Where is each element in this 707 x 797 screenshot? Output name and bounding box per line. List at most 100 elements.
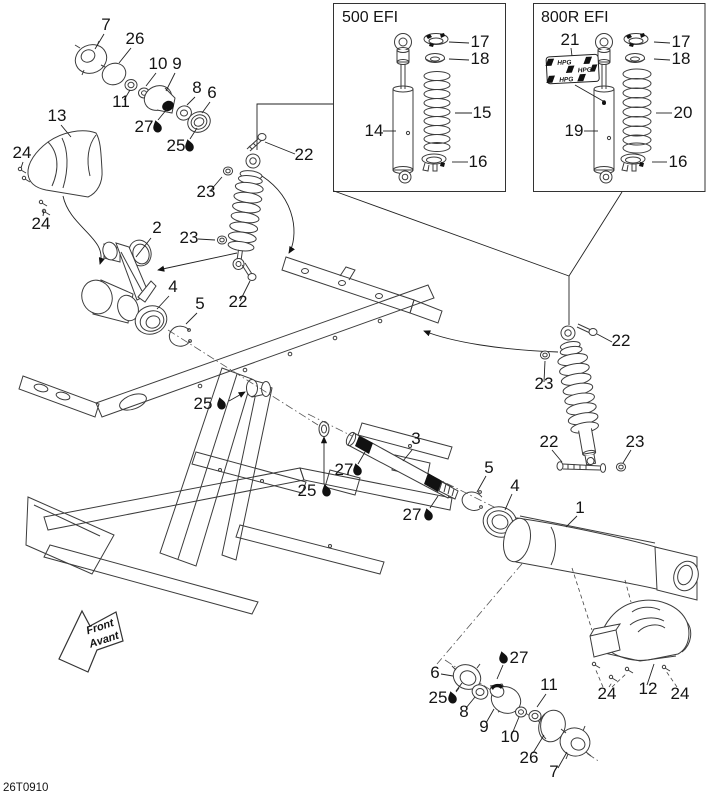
callout-label: 12 (639, 679, 658, 698)
rear-shock-bolt-22-lower (556, 461, 607, 473)
screw-24 (17, 166, 27, 174)
callout-label: 21 (561, 30, 580, 49)
axle-3 (345, 431, 459, 500)
callout-label: 27 (335, 460, 354, 479)
sticker-text-row: HPG (559, 76, 573, 84)
front-shock (157, 153, 295, 272)
callout-label: 1 (575, 498, 584, 517)
callout-label: 25 (167, 136, 186, 155)
spring-stopper-16a (421, 153, 447, 172)
callout-labels: 7 26 10 9 8 6 11 27 25 13 24 24 2 23 22 … (13, 15, 690, 781)
shock-absorber-800r (593, 33, 615, 184)
callout-label: 27 (403, 505, 422, 524)
callout-label: 23 (180, 228, 199, 247)
callout-label: 7 (549, 762, 558, 781)
placement-arrow (62, 195, 105, 265)
callout-label: 4 (168, 277, 177, 296)
inset-border (333, 3, 506, 192)
callout-label: 19 (565, 121, 584, 140)
spring-800r (622, 68, 652, 154)
grease-drop-icon (215, 396, 227, 411)
axle-axis-line (307, 413, 521, 521)
callout-label: 7 (101, 15, 110, 34)
hub-cluster-lower (451, 663, 592, 760)
nut-23 (216, 235, 228, 245)
hpg-sticker: HPG HPG HPG (545, 53, 600, 85)
callout-label: 25 (298, 481, 317, 500)
screw-24 (38, 199, 48, 207)
circlip-5-upper (168, 325, 192, 347)
bearing-6 (187, 111, 211, 133)
callout-label: 6 (430, 663, 439, 682)
callout-label: 23 (535, 374, 554, 393)
swingarm-bore-axis-line (436, 551, 533, 665)
sticker-text-row: HPG (578, 67, 592, 75)
callout-label: 24 (13, 143, 32, 162)
front-direction-arrow: Front Avant (58, 609, 124, 673)
callout-label: 11 (112, 92, 130, 111)
hub-9 (143, 85, 176, 114)
callout-label: 13 (48, 106, 67, 125)
washer-8 (471, 684, 489, 700)
leader-lines (20, 33, 655, 769)
spring-500 (423, 71, 451, 152)
drawing-code: 26T0910 (3, 782, 48, 794)
callout-label: 5 (484, 458, 493, 477)
inset-leader-lines (256, 103, 623, 325)
circlip-5-lower (461, 490, 483, 511)
callout-label: 27 (135, 117, 154, 136)
washer-8 (176, 105, 192, 121)
callout-label: 15 (473, 103, 492, 122)
callout-label: 17 (672, 32, 691, 51)
callout-label: 25 (429, 688, 448, 707)
bushing-18a (425, 53, 446, 63)
callout-label: 3 (411, 429, 420, 448)
callout-label: 22 (295, 145, 314, 164)
callout-label: 24 (32, 214, 51, 233)
callout-label: 10 (149, 54, 168, 73)
mount-arrow (423, 330, 559, 353)
front-shock-bolt-22-upper (246, 133, 267, 152)
ring-26 (538, 709, 566, 743)
rear-shock-bolt-22-upper (576, 323, 598, 336)
grease-drop-icon (497, 650, 509, 665)
callout-label: 16 (469, 152, 488, 171)
inset-title: 500 EFI (342, 9, 398, 26)
callout-label: 10 (501, 727, 520, 746)
spring-cap-17b (623, 33, 649, 47)
sticker-text-row: HPG (557, 59, 571, 67)
callout-label: 22 (540, 432, 559, 451)
callout-label: 4 (510, 476, 519, 495)
callout-label: 24 (598, 684, 617, 703)
callout-label: 11 (540, 675, 558, 694)
screw-24 (661, 664, 671, 672)
grease-drop-icon (446, 690, 458, 705)
spring-stopper-16b (620, 153, 646, 172)
screw-24 (591, 661, 601, 669)
shock-absorber-500 (392, 33, 414, 184)
ring-26 (101, 62, 127, 86)
callout-label: 23 (626, 432, 645, 451)
callout-label: 18 (471, 49, 490, 68)
callout-label: 14 (365, 121, 384, 140)
callout-label: 18 (672, 49, 691, 68)
wheel-cap-7 (559, 725, 592, 760)
screw-24 (624, 666, 634, 674)
callout-label: 6 (207, 83, 216, 102)
callout-label: 8 (459, 702, 468, 721)
hub-cluster-upper (74, 40, 211, 133)
callout-label: 23 (197, 182, 216, 201)
spring-cap-17a (423, 33, 449, 47)
rear-shock (423, 323, 627, 473)
bearing-6 (451, 663, 482, 693)
swing-arm-1 (502, 515, 699, 631)
callout-label: 8 (192, 78, 201, 97)
guard-13 (27, 130, 105, 265)
screw-24 (608, 674, 618, 682)
nut-11 (124, 79, 138, 91)
hub-9 (489, 683, 522, 714)
placement-arrow (261, 175, 295, 254)
nut-11 (528, 710, 542, 722)
